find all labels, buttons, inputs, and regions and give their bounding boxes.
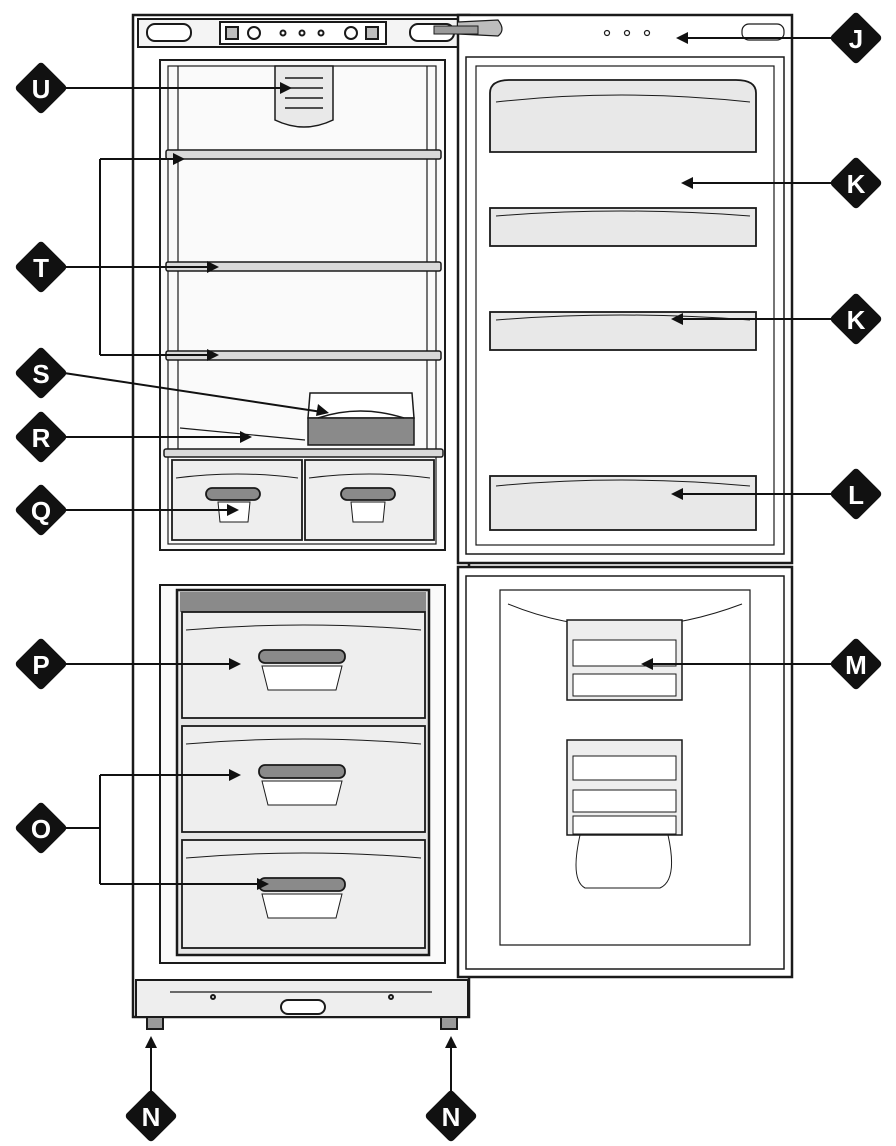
arrowhead-r bbox=[240, 431, 252, 443]
callout-label-o: O bbox=[15, 802, 67, 854]
callout-label-m: M bbox=[830, 638, 882, 690]
callout-label-l: L bbox=[830, 468, 882, 520]
fan-vent bbox=[274, 65, 334, 128]
callout-label-u: U bbox=[15, 62, 67, 114]
callout-label-j: J bbox=[830, 12, 882, 64]
callout-label-p: P bbox=[15, 638, 67, 690]
callout-label-r: R bbox=[15, 411, 67, 463]
arrowhead-m bbox=[641, 658, 653, 670]
label-s: S bbox=[32, 359, 49, 389]
arrowhead-n1 bbox=[145, 1036, 157, 1048]
callout-label-k-lower: K bbox=[830, 293, 882, 345]
ice-box bbox=[307, 392, 415, 446]
black-diamond-icon bbox=[125, 1090, 177, 1142]
callout-label-t: T bbox=[15, 241, 67, 293]
label-l: L bbox=[848, 480, 864, 510]
callout-label-s: S bbox=[15, 347, 67, 399]
arrowhead-t1 bbox=[173, 153, 185, 165]
label-o: O bbox=[31, 814, 51, 844]
arrowhead-o2 bbox=[257, 878, 269, 890]
black-diamond-icon bbox=[15, 62, 67, 114]
black-diamond-icon bbox=[830, 157, 882, 209]
arrowhead-t2 bbox=[207, 261, 219, 273]
label-j: J bbox=[849, 24, 863, 54]
arrowhead-j bbox=[676, 32, 688, 44]
black-diamond-icon bbox=[830, 468, 882, 520]
freezer-drawers bbox=[181, 611, 426, 949]
arrowhead-k2 bbox=[671, 313, 683, 325]
black-diamond-icon bbox=[830, 638, 882, 690]
label-k-lower: K bbox=[847, 305, 866, 335]
callout-arrowheads bbox=[145, 32, 693, 1048]
arrowhead-s bbox=[316, 404, 329, 416]
label-u: U bbox=[32, 74, 51, 104]
arrowhead-t3 bbox=[207, 349, 219, 361]
black-diamond-icon bbox=[425, 1090, 477, 1142]
callout-label-q: Q bbox=[15, 484, 67, 536]
label-n-left: N bbox=[142, 1102, 161, 1132]
arrowhead-l bbox=[671, 488, 683, 500]
glass-shelves bbox=[163, 149, 444, 458]
door-balconies bbox=[489, 79, 757, 531]
arrowhead-q bbox=[227, 504, 239, 516]
callout-lines bbox=[63, 37, 833, 1095]
black-diamond-icon bbox=[15, 802, 67, 854]
black-diamond-icon bbox=[15, 241, 67, 293]
label-r: R bbox=[32, 423, 51, 453]
black-diamond-icon bbox=[15, 411, 67, 463]
crisper-drawers bbox=[171, 459, 435, 541]
label-q: Q bbox=[31, 496, 51, 526]
label-m: M bbox=[845, 650, 867, 680]
black-diamond-icon bbox=[15, 484, 67, 536]
black-diamond-icon bbox=[15, 347, 67, 399]
arrowhead-k1 bbox=[681, 177, 693, 189]
callout-label-k-upper: K bbox=[830, 157, 882, 209]
label-n-right: N bbox=[442, 1102, 461, 1132]
callout-label-n-left: N bbox=[125, 1090, 177, 1142]
label-t: T bbox=[33, 253, 49, 283]
black-diamond-icon bbox=[15, 638, 67, 690]
arrowhead-n2 bbox=[445, 1036, 457, 1048]
black-diamond-icon bbox=[830, 293, 882, 345]
label-p: P bbox=[32, 650, 49, 680]
arrowhead-u bbox=[280, 82, 292, 94]
callout-label-n-right: N bbox=[425, 1090, 477, 1142]
black-diamond-icon bbox=[830, 12, 882, 64]
arrowhead-p bbox=[229, 658, 241, 670]
arrowhead-o1 bbox=[229, 769, 241, 781]
ice-trays bbox=[566, 619, 683, 889]
label-k-upper: K bbox=[847, 169, 866, 199]
